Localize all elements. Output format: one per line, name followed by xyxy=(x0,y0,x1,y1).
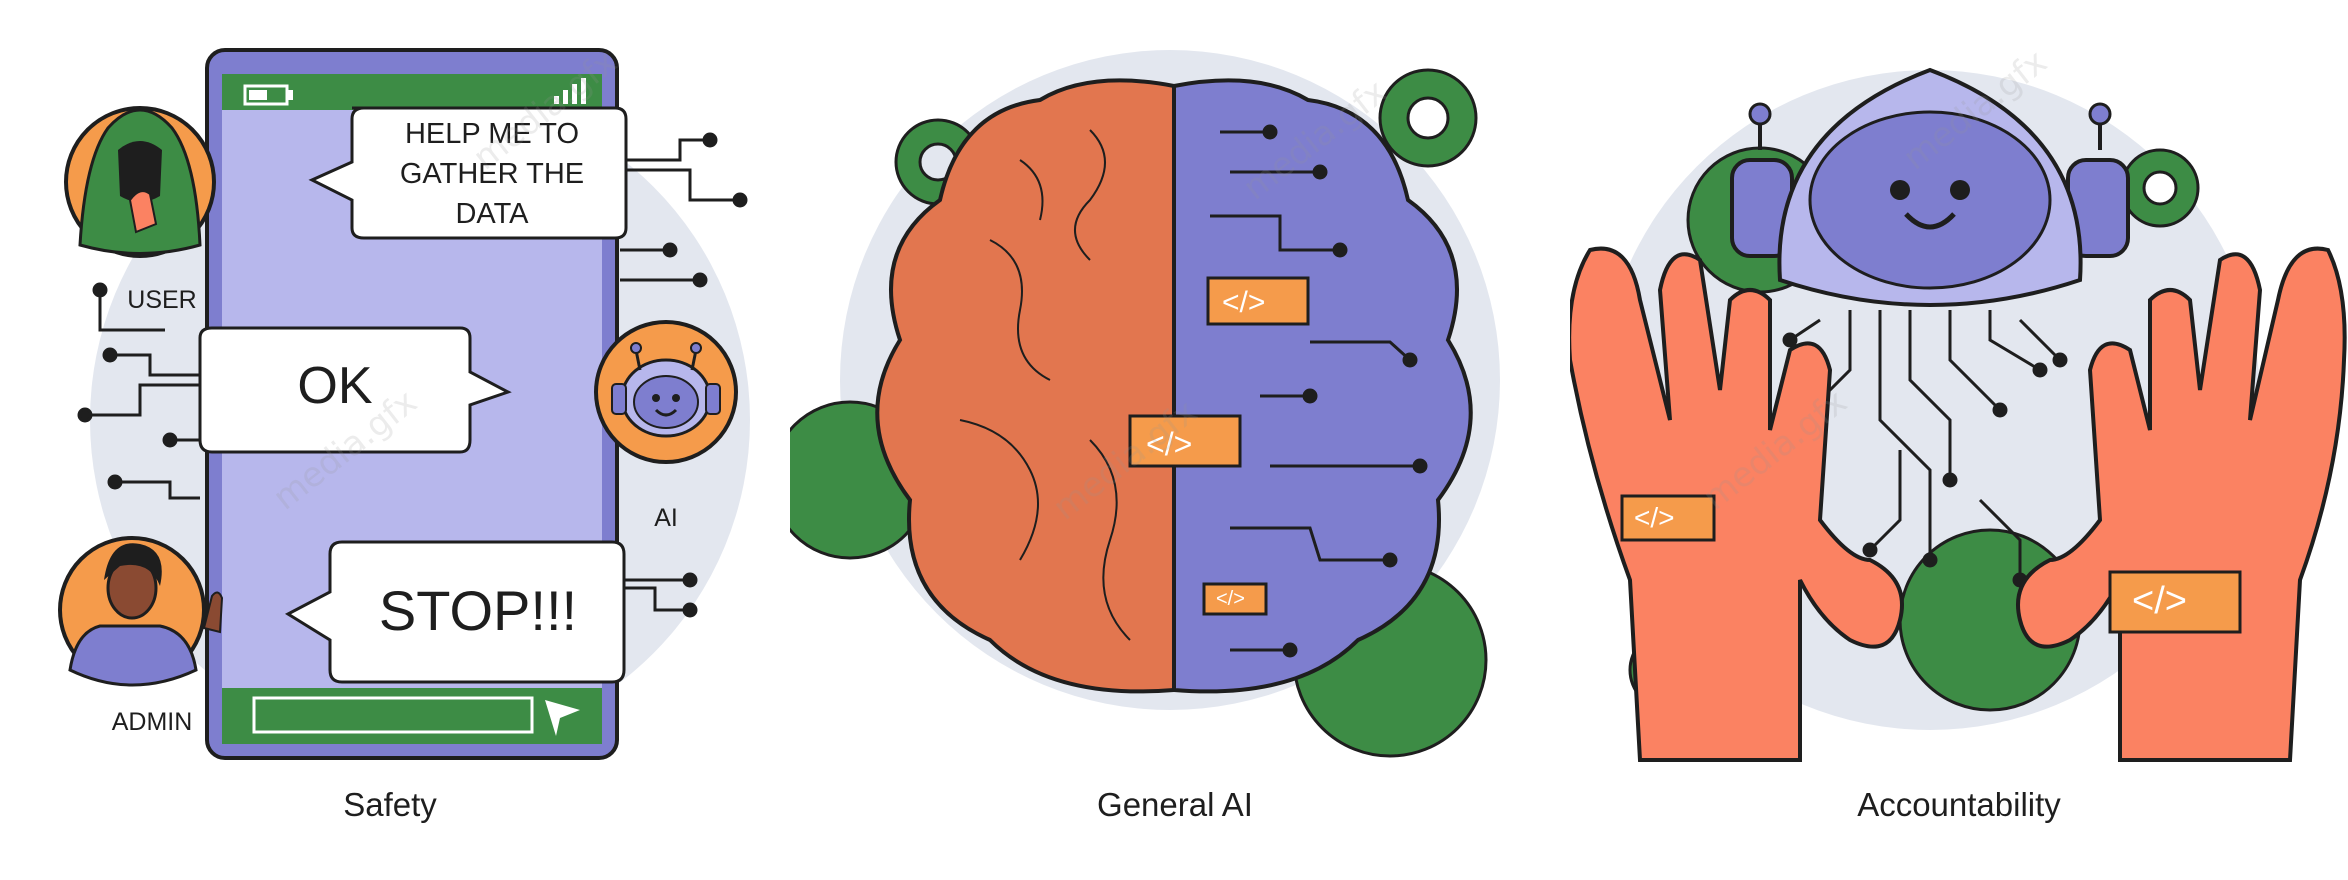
gear-icon xyxy=(2120,148,2200,228)
general-ai-caption: General AI xyxy=(1097,786,1253,823)
ok-bubble xyxy=(198,326,512,454)
accountability-panel: </> </> Accountability xyxy=(1570,0,2348,880)
request-bubble xyxy=(308,106,628,240)
robot-head-icon xyxy=(1730,67,2130,307)
general-ai-panel: </> </> </> General AI xyxy=(790,0,1560,880)
code-tag-box xyxy=(1206,276,1310,326)
code-tag-2: </> xyxy=(1146,426,1193,462)
request-line-2: GATHER THE xyxy=(399,158,585,190)
safety-illustration xyxy=(58,48,750,760)
hand-icon xyxy=(1570,246,1904,762)
ai-label: AI xyxy=(654,504,678,532)
code-tag-1: </> xyxy=(1222,286,1266,319)
safety-caption: Safety xyxy=(343,786,437,823)
stop-bubble-text: STOP!!! xyxy=(378,579,578,642)
user-label: USER xyxy=(127,286,197,314)
signal-icon xyxy=(554,78,586,104)
ok-bubble-text: OK xyxy=(297,357,373,415)
brain-icon xyxy=(875,78,1473,694)
gear-icon xyxy=(1378,68,1478,168)
send-icon[interactable] xyxy=(545,700,580,736)
stop-bubble xyxy=(284,540,626,684)
safety-panel: HELP ME TO GATHER THE DATA OK STOP!!! US… xyxy=(0,0,780,880)
circuit-lines xyxy=(77,132,748,618)
code-tag-left: </> xyxy=(1634,502,1675,533)
general-ai-illustration xyxy=(790,50,1500,758)
accountability-caption: Accountability xyxy=(1857,786,2061,823)
code-tag-3: </> xyxy=(1216,588,1245,610)
admin-person-icon xyxy=(58,536,224,687)
hand-icon xyxy=(2016,246,2347,762)
code-tag-right: </> xyxy=(2132,580,2187,622)
battery-icon xyxy=(243,84,293,106)
admin-label: ADMIN xyxy=(111,708,193,736)
message-input[interactable] xyxy=(252,696,534,734)
hooded-user-icon xyxy=(64,106,216,258)
code-tag-box xyxy=(1202,582,1268,616)
code-tag-box xyxy=(1128,414,1242,468)
accountability-illustration xyxy=(1570,67,2347,762)
request-line-3: DATA xyxy=(455,198,529,230)
request-line-1: HELP ME TO xyxy=(404,118,580,150)
request-bubble-text: HELP ME TO GATHER THE DATA xyxy=(372,114,612,234)
robot-head-icon xyxy=(594,320,738,464)
